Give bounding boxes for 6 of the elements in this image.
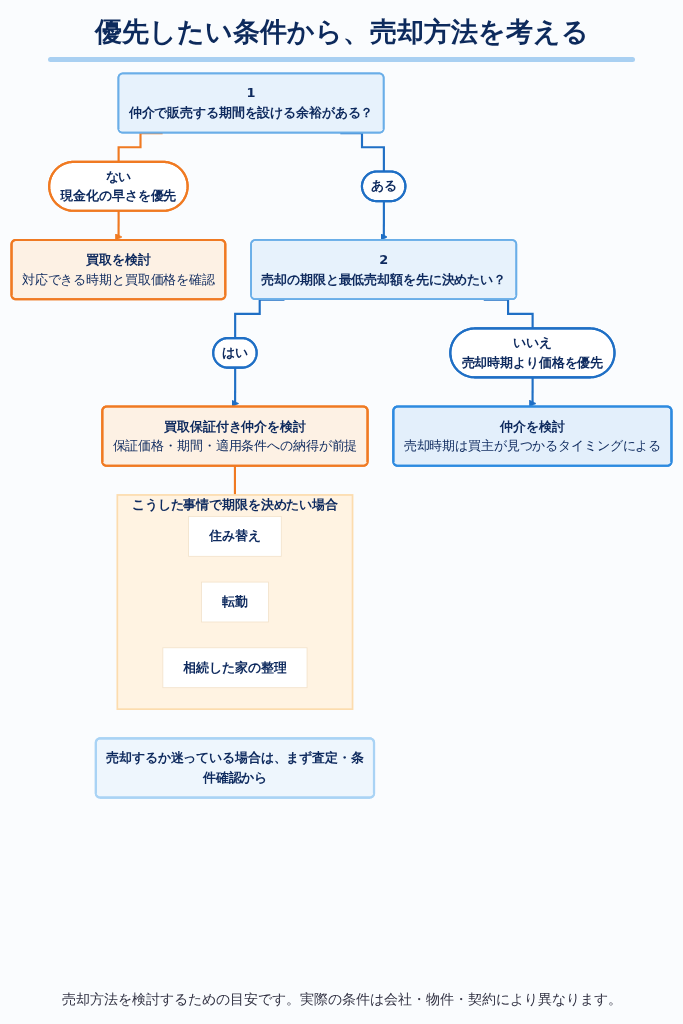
node-box: 相続した家の整理: [162, 647, 308, 689]
title: 優先したい条件から、売却方法を考える: [93, 15, 590, 49]
node-box: 転勤: [201, 581, 269, 623]
node-box: 住み替え: [188, 516, 282, 557]
arrow: [114, 210, 123, 241]
caption: 売却方法を検討するための目安です。実際の条件は会社・物件・契約により異なります。: [60, 990, 623, 1010]
